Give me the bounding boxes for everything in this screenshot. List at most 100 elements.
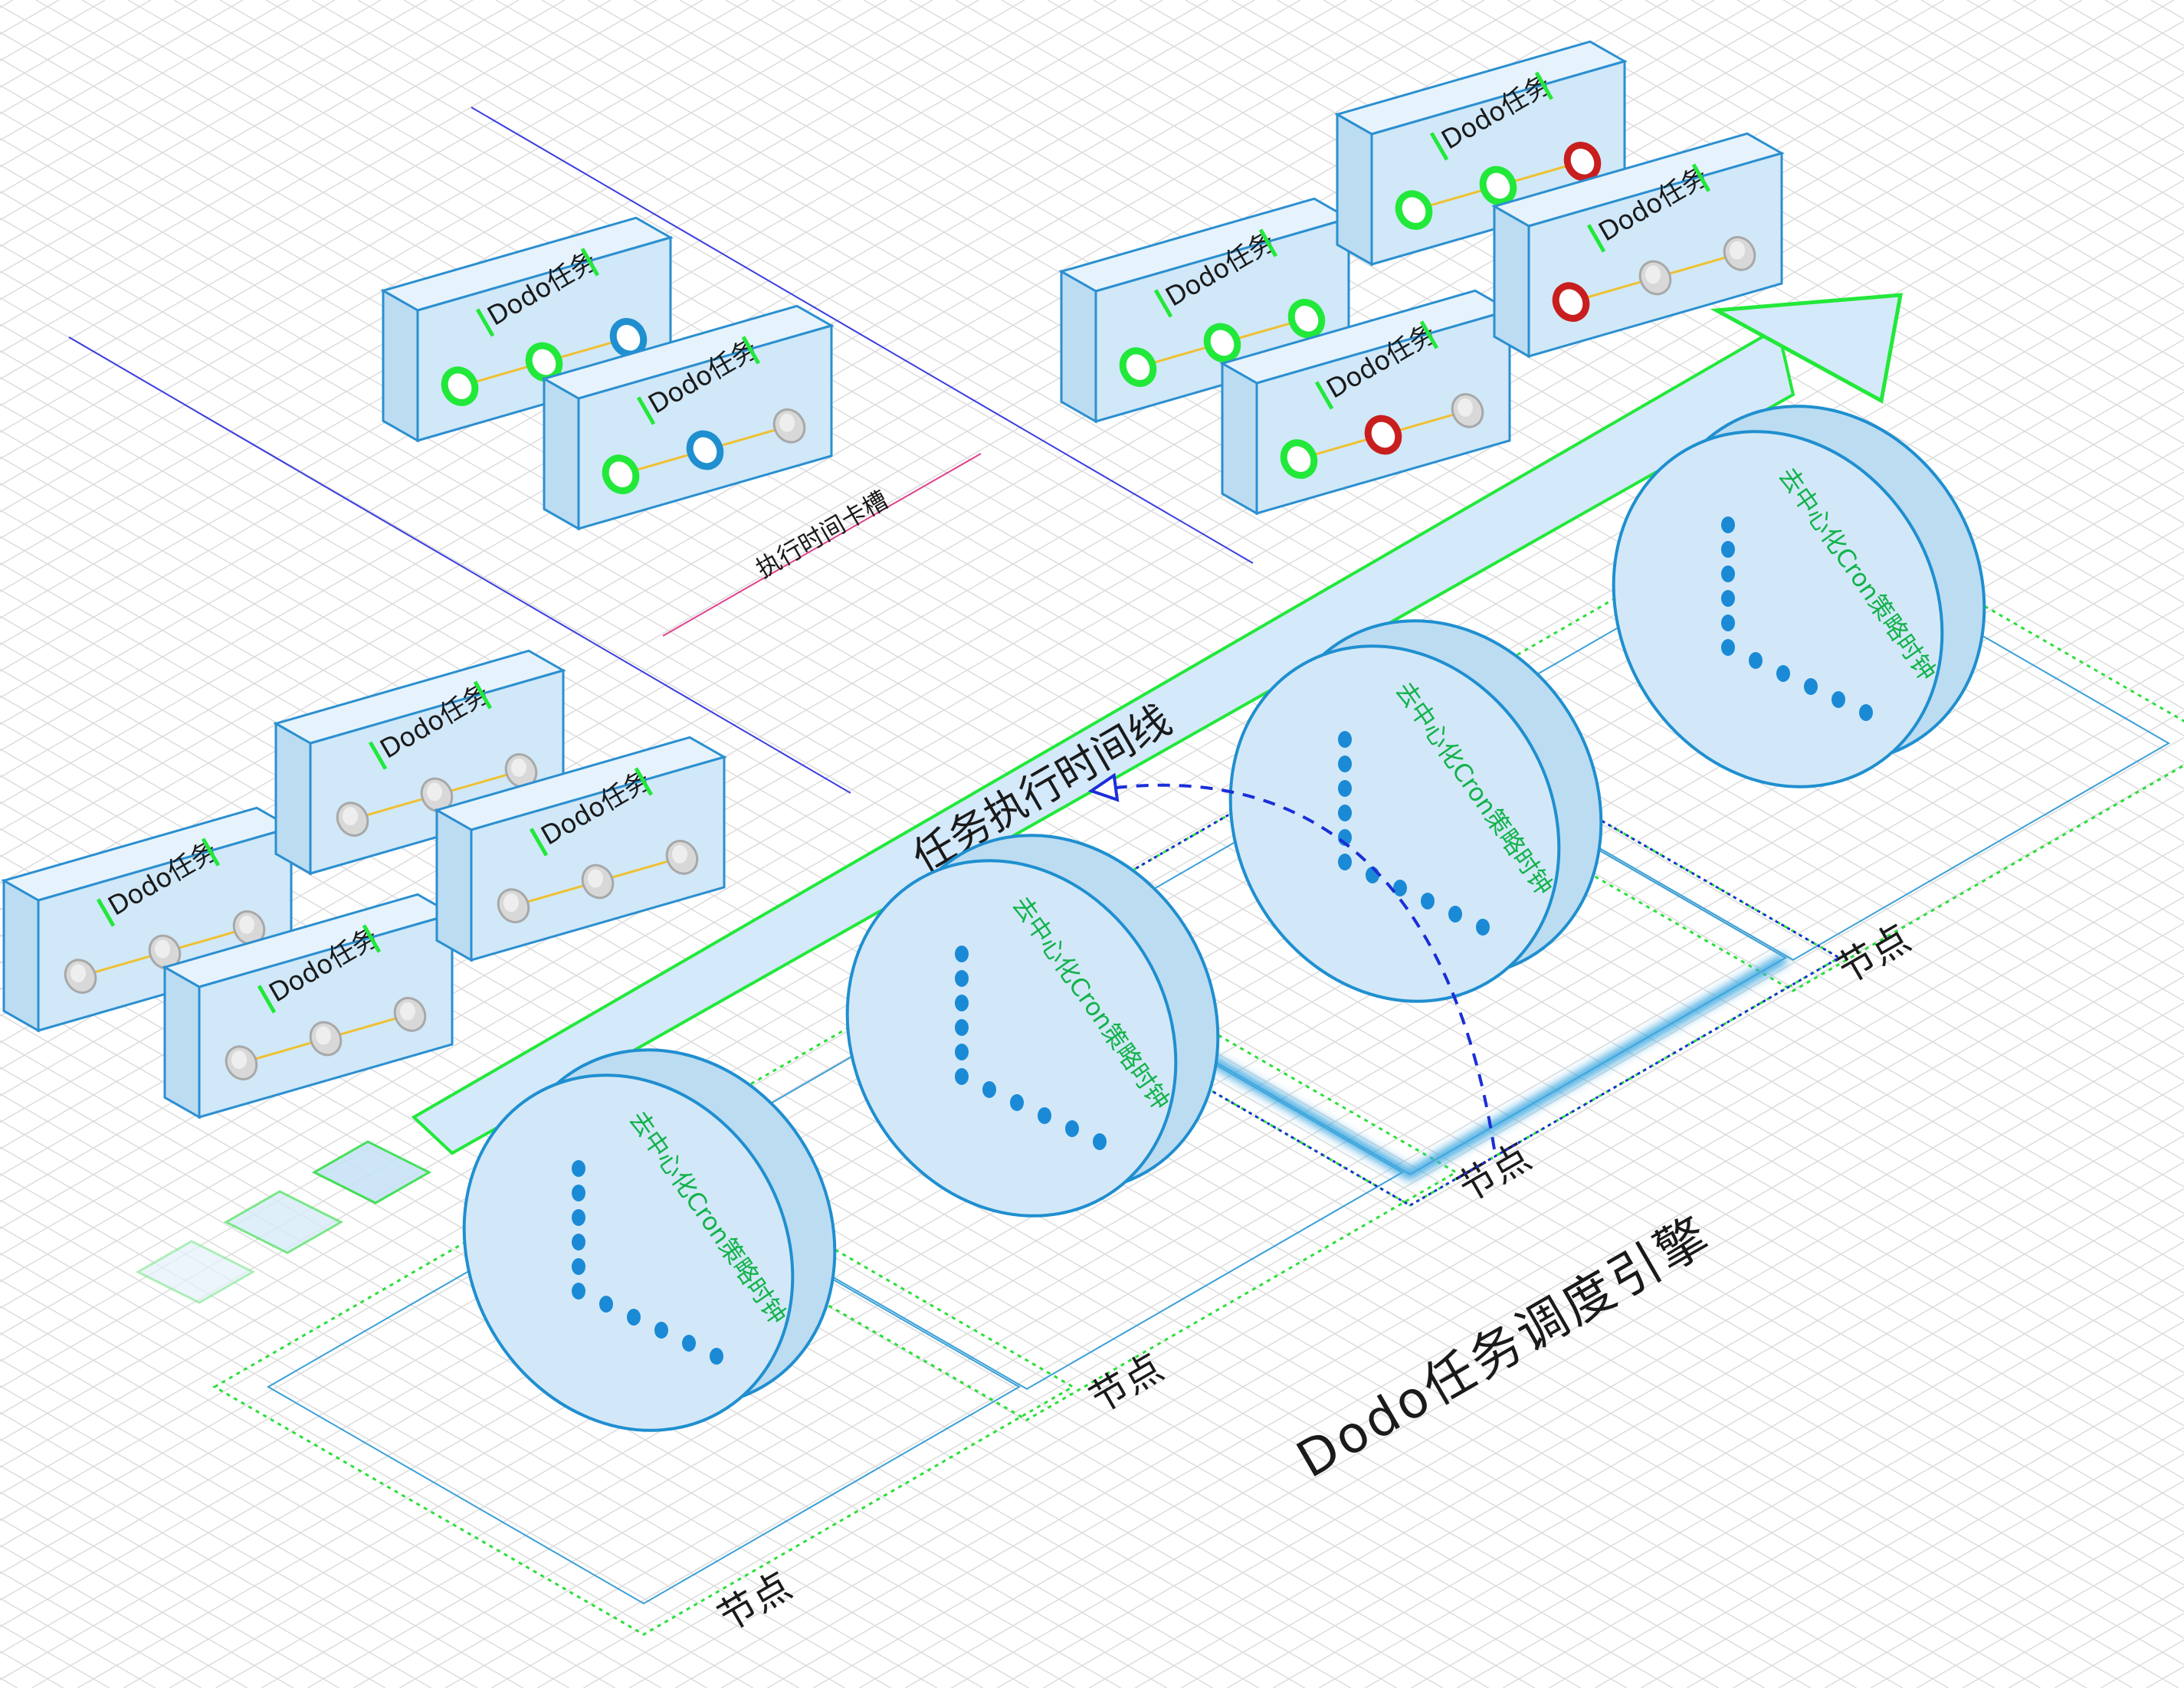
clock-hand-dot	[1804, 678, 1818, 695]
grid-line	[1088, 1055, 2184, 1688]
task-box: Dodo任务	[541, 304, 835, 531]
grid-line	[265, 0, 2184, 1108]
clock-hand-dot	[1448, 906, 1462, 923]
task-label-bar	[1586, 224, 1606, 253]
clock-face	[1228, 644, 1561, 1003]
grid-line	[0, 0, 1209, 699]
clock-hand-dot	[1831, 691, 1845, 708]
grid-line	[1410, 1241, 2184, 1688]
grid-line	[0, 1226, 800, 1688]
clock-hand-dot	[1776, 665, 1790, 682]
grid-line	[955, 0, 2184, 710]
task-label-bar	[580, 247, 600, 277]
grid-line	[0, 934, 1306, 1688]
task-step-dot-highlight	[672, 844, 687, 864]
tail-square-1	[311, 1140, 432, 1205]
task-label-bar	[362, 924, 382, 953]
clock-hand-dot	[1721, 516, 1735, 533]
grid-line	[0, 0, 1255, 725]
task-box-face	[470, 756, 726, 962]
task-label-bar	[1314, 381, 1334, 410]
clock-hand-dot	[572, 1258, 585, 1275]
grid-line	[1778, 1453, 2184, 1688]
grid-line	[0, 1279, 708, 1688]
clock-face	[845, 859, 1178, 1218]
clock-hand-dot	[627, 1309, 641, 1326]
grid-line	[0, 1332, 616, 1688]
clock-hand-dot	[982, 1081, 996, 1098]
task-label-bar	[257, 985, 277, 1014]
grid-line	[1001, 0, 2184, 683]
timeline-band	[411, 325, 1795, 1155]
grid-line	[0, 1624, 110, 1688]
task-box: Dodo任务	[1219, 289, 1513, 516]
grid-line	[219, 0, 2184, 1135]
grid-line	[1502, 1294, 2184, 1688]
engine-title: Dodo任务调度引擎	[1287, 1205, 1721, 1489]
clock-hand-dot	[955, 946, 969, 962]
clock-face	[462, 1073, 795, 1432]
grid-line	[0, 1146, 938, 1688]
grid-line	[0, 0, 657, 380]
grid-line	[0, 0, 1439, 831]
clock-hand-dot	[599, 1296, 613, 1313]
clock-hand-dot	[1721, 541, 1735, 558]
task-box: Dodo任务	[380, 216, 674, 443]
grid-line	[2150, 0, 2184, 20]
task-step-dot-highlight	[427, 782, 442, 801]
grid-line	[2058, 0, 2184, 73]
task-label-bar	[636, 396, 656, 425]
clock-hand-dot	[572, 1185, 585, 1201]
task-step-dot-highlight	[316, 1026, 331, 1045]
grid-line	[2146, 1666, 2184, 1688]
task-step-dot-red	[1552, 282, 1590, 322]
grid-line	[0, 801, 1536, 1688]
task-box: Dodo任务	[273, 649, 566, 876]
grid-line	[766, 869, 2184, 1688]
clock-hand-dot	[1338, 805, 1352, 821]
task-label-bar	[1429, 132, 1449, 161]
clock-hand-dot	[1393, 880, 1407, 896]
task-step-dot-highlight	[239, 915, 254, 934]
clock-hand-dot	[1421, 893, 1435, 910]
grid-line	[628, 789, 2184, 1688]
clock-hand-dot	[1721, 615, 1735, 631]
task-box-face	[1527, 152, 1783, 358]
task-step-dot-green	[1280, 439, 1318, 479]
clock-hand-dot	[955, 1044, 969, 1060]
grid-line	[1920, 0, 2184, 152]
task-label-bar	[201, 837, 221, 867]
grid-line	[0, 0, 60, 35]
grid-line	[1962, 1559, 2184, 1688]
task-label-bar	[1153, 289, 1173, 318]
clock-hand-dot	[1859, 704, 1873, 721]
task-step-dot-green	[1119, 347, 1157, 387]
grid-line	[0, 0, 1485, 858]
clock-hand-dot	[955, 970, 969, 987]
grid-line	[863, 0, 2184, 763]
task-step-dot-red	[1563, 142, 1602, 182]
task-step-dot-blue	[686, 430, 724, 470]
grid-line	[858, 923, 2184, 1688]
grid-line	[996, 1001, 2184, 1688]
clock-hand-dot	[572, 1209, 585, 1226]
task-step-dot-highlight	[231, 1050, 247, 1070]
task-box-side	[1336, 112, 1373, 267]
grid-line	[0, 1359, 570, 1688]
clock-hand-dot	[955, 1019, 969, 1036]
cron-clock-4: 去中心化Cron策略时钟	[1612, 405, 1986, 788]
guide-line-bottom	[68, 336, 851, 794]
clock-face	[1612, 430, 1944, 788]
task-box-side	[1221, 361, 1258, 516]
grid-line	[1272, 1161, 2184, 1688]
grid-line	[1507, 0, 2184, 392]
clock-hand-dot	[1721, 590, 1735, 607]
guide-lines	[68, 107, 1254, 794]
task-box-side	[543, 376, 580, 531]
task-step-dot-highlight	[1645, 265, 1661, 284]
grid-line	[1645, 0, 2184, 312]
grid-line	[0, 907, 1352, 1688]
task-step-dot-green	[1287, 299, 1326, 339]
task-label-bar	[473, 680, 493, 710]
